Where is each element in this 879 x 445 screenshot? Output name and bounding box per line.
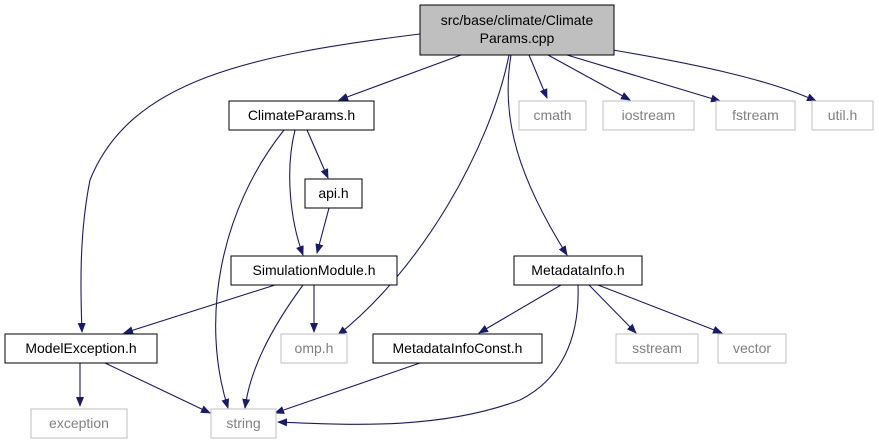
node-omp-h[interactable]: omp.h [280, 333, 348, 364]
node-fstream[interactable]: fstream [715, 100, 796, 131]
node-label: MetadataInfo.h [531, 262, 624, 278]
node-vector[interactable]: vector [717, 333, 787, 364]
edge-climate-params-h-to-simulation-module-h [289, 129, 304, 256]
node-label: sstream [632, 340, 682, 356]
node-model-exception-h[interactable]: ModelException.h [4, 333, 158, 364]
edge-climate-params-h-to-string [215, 129, 285, 409]
node-label: src/base/climate/Climate [441, 12, 594, 28]
node-metadata-info-h[interactable]: MetadataInfo.h [513, 255, 643, 286]
node-label: iostream [622, 107, 676, 123]
node-label: cmath [533, 107, 571, 123]
edge-root-to-model-exception-h [77, 33, 421, 333]
edge-simulation-module-h-to-model-exception-h [123, 284, 276, 335]
node-label: ModelException.h [25, 340, 136, 356]
node-layer: src/base/climate/Climate Params.cpp Clim… [4, 4, 874, 439]
edge-root-to-metadata-info-h [507, 54, 568, 256]
edge-root-to-cmath [528, 54, 548, 99]
node-iostream[interactable]: iostream [602, 100, 695, 131]
edge-root-to-climate-params-h [338, 54, 462, 101]
node-exception[interactable]: exception [30, 408, 128, 439]
node-label: util.h [828, 107, 858, 123]
node-string[interactable]: string [210, 408, 277, 439]
node-label: api.h [318, 185, 348, 201]
edge-metadata-info-const-h-to-string [274, 362, 421, 414]
edge-root-to-util-h [612, 49, 817, 102]
node-label: string [226, 415, 260, 431]
node-label: SimulationModule.h [253, 262, 376, 278]
node-label: exception [49, 415, 109, 431]
edge-root-to-fstream [566, 54, 721, 103]
edge-root-to-iostream [547, 54, 631, 101]
edge-metadata-info-h-to-string [277, 284, 579, 427]
node-util-h[interactable]: util.h [811, 100, 874, 131]
edge-metadata-info-h-to-vector [597, 284, 723, 334]
node-api-h[interactable]: api.h [304, 178, 363, 209]
node-climate-params-h[interactable]: ClimateParams.h [228, 100, 375, 131]
node-label: fstream [732, 107, 779, 123]
edge-metadata-info-h-to-sstream [588, 284, 637, 334]
node-simulation-module-h[interactable]: SimulationModule.h [230, 255, 398, 286]
node-root-climate-params-cpp[interactable]: src/base/climate/Climate Params.cpp [419, 4, 615, 56]
node-label: Params.cpp [480, 30, 555, 46]
node-label: MetadataInfoConst.h [393, 340, 523, 356]
node-label: vector [733, 340, 771, 356]
edge-root-to-omp-h [337, 54, 510, 336]
node-sstream[interactable]: sstream [615, 333, 699, 364]
edge-simulation-module-h-to-string [242, 284, 304, 409]
node-metadata-info-const-h[interactable]: MetadataInfoConst.h [372, 333, 543, 364]
edge-model-exception-h-to-string [104, 362, 211, 414]
edge-layer [76, 33, 817, 427]
node-label: omp.h [295, 340, 334, 356]
node-cmath[interactable]: cmath [518, 100, 587, 131]
edge-climate-params-h-to-api-h [306, 129, 329, 179]
edge-api-h-to-simulation-module-h [315, 207, 330, 254]
edge-metadata-info-h-to-metadata-info-const-h [478, 284, 562, 334]
node-label: ClimateParams.h [248, 107, 355, 123]
